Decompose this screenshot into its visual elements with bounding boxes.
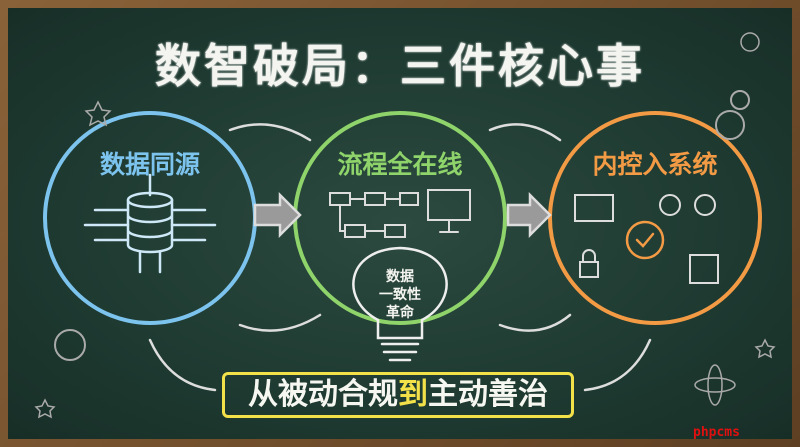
decorative-gear-icon <box>54 90 750 361</box>
atom-icon <box>694 364 736 406</box>
lock-icon <box>579 249 599 278</box>
pillar-label-data: 数据同源 <box>99 150 200 179</box>
database-icon <box>83 173 217 274</box>
curve-arrow-icon <box>238 313 322 332</box>
code-window-icon <box>574 194 614 222</box>
lightbulb-icon <box>352 246 448 362</box>
gear-icon <box>659 194 716 216</box>
monitor-icon <box>427 189 471 233</box>
star-icon <box>84 100 112 127</box>
curve-arrow-icon <box>228 123 312 142</box>
curve-arrow-icon <box>148 338 217 392</box>
lightbulb-small-icon <box>740 32 760 52</box>
banner-text: 主动善治 <box>428 377 548 412</box>
arrow-right-icon <box>253 191 302 239</box>
flowchart-icon <box>329 192 419 238</box>
curve-arrow-icon <box>488 123 562 142</box>
bulb-caption: 数据 一致性 革命 <box>365 268 435 322</box>
curve-arrow-icon <box>583 338 652 392</box>
pillar-circle-control <box>548 111 762 325</box>
bulb-line: 革命 <box>386 305 414 321</box>
gear-check-icon <box>625 220 665 260</box>
chalkboard <box>8 8 792 439</box>
star-icon <box>34 398 56 419</box>
page-title: 数智破局：三件核心事 <box>155 39 645 93</box>
pillar-label-control: 内控入系统 <box>592 150 718 179</box>
document-globe-icon <box>689 254 719 284</box>
bulb-line: 数据 <box>386 269 414 285</box>
slogan-banner: 从被动合规到主动善治 <box>222 372 574 418</box>
watermark: phpcms <box>693 425 740 440</box>
curve-arrow-icon <box>498 313 572 332</box>
bulb-line: 一致性 <box>379 287 421 303</box>
pillar-label-process: 流程全在线 <box>337 150 463 179</box>
banner-text: 从被动合规 <box>248 377 398 412</box>
banner-highlight: 到 <box>398 377 428 412</box>
star-icon <box>754 338 776 359</box>
arrow-right-icon <box>506 191 552 239</box>
